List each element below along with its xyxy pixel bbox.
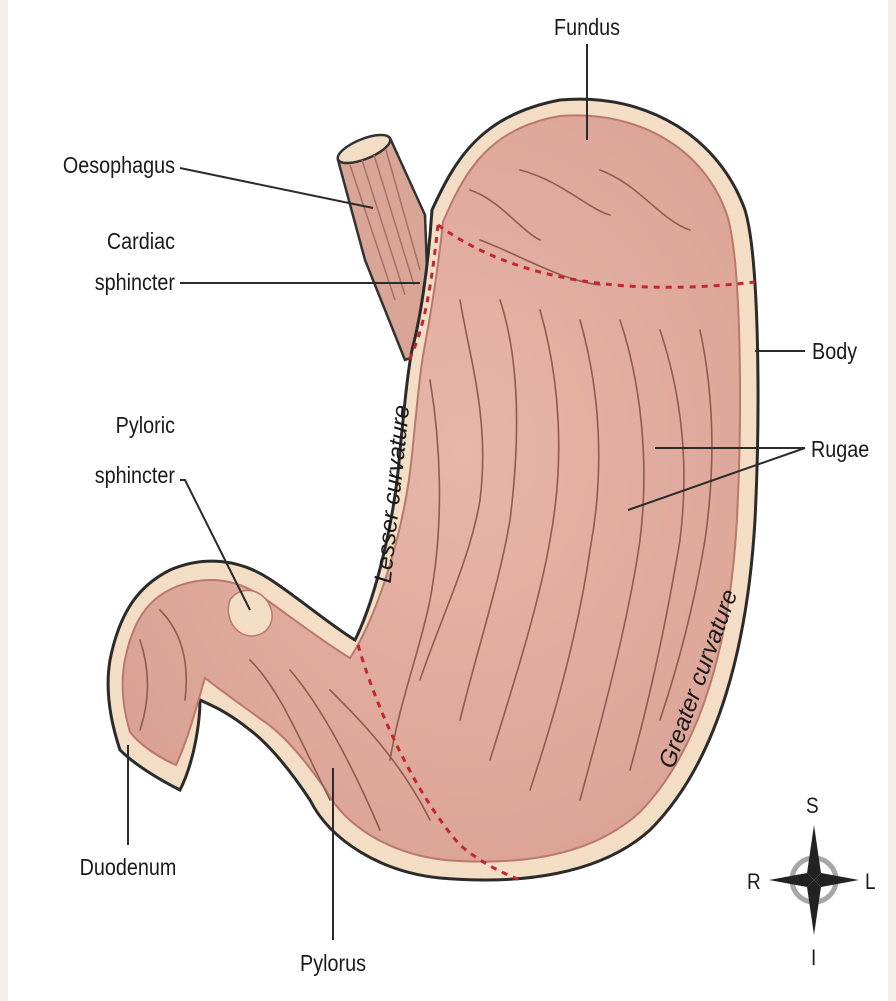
label-fundus: Fundus xyxy=(553,14,622,41)
label-pyloric: Pyloric xyxy=(42,412,175,439)
label-body: Body xyxy=(812,338,857,365)
compass-label-l: L xyxy=(865,868,876,895)
label-cardiac: Cardiac xyxy=(42,228,175,255)
label-oesophagus: Oesophagus xyxy=(42,152,175,179)
oesophagus-tube xyxy=(334,129,430,360)
compass-rose xyxy=(769,825,859,935)
compass-label-i: I xyxy=(811,944,816,971)
label-cardiac-sphincter: sphincter xyxy=(42,269,175,296)
compass-label-r: R xyxy=(747,868,761,895)
label-pyloric-sphincter: sphincter xyxy=(42,462,175,489)
label-duodenum: Duodenum xyxy=(68,854,188,881)
label-rugae: Rugae xyxy=(811,436,869,463)
compass-label-s: S xyxy=(806,792,819,819)
label-pylorus: Pylorus xyxy=(290,950,376,977)
